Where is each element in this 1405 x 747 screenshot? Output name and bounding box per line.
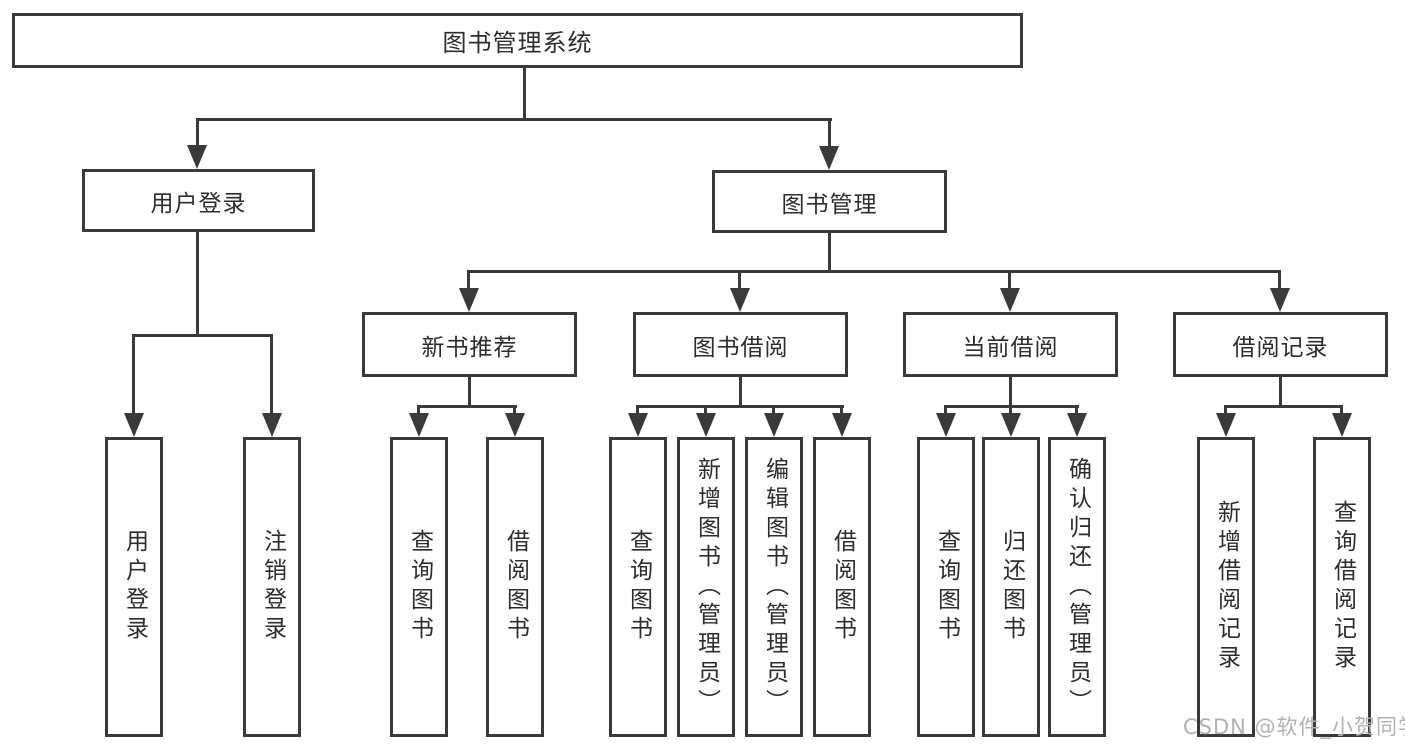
arrowhead-down-icon [409,413,429,437]
connector-line [636,405,639,414]
node-label: 查询借阅记录 [1329,500,1356,674]
leaf-return-books: 归还图书 [982,437,1040,737]
node-book-management: 图书管理 [712,170,947,233]
node-current-borrowing: 当前借阅 [903,312,1118,377]
arrowhead-down-icon [730,288,750,312]
connector-line [636,405,844,408]
connector-line [1340,405,1343,414]
leaf-query-books: 查询图书 [609,437,667,737]
node-label: 新增图书（管理员） [693,456,720,718]
leaf-add-books-admin: 新增图书（管理员） [677,437,735,737]
node-label: 当前借阅 [962,334,1059,361]
connector-line [468,375,471,408]
arrowhead-down-icon [505,413,525,437]
node-borrowing-records: 借阅记录 [1173,312,1388,377]
node-new-book-recommendation: 新书推荐 [362,312,577,377]
connector-line [1008,270,1011,288]
arrowhead-down-icon [628,413,648,437]
connector-line [772,405,775,414]
connector-line [523,68,526,121]
node-label: 借阅图书 [502,529,529,645]
node-label: 新书推荐 [421,334,518,361]
connector-line [944,405,947,414]
connector-line [1009,375,1012,408]
connector-line [467,270,1281,273]
node-label: 查询图书 [933,529,960,645]
connector-line [828,118,831,146]
node-label: 编辑图书（管理员） [761,456,788,718]
connector-line [132,334,135,414]
node-label: 归还图书 [998,529,1025,645]
connector-line [1224,405,1342,408]
connector-line [1009,405,1012,414]
leaf-add-borrow-record: 新增借阅记录 [1197,437,1255,737]
leaf-borrow-books: 借阅图书 [486,437,544,737]
connector-line [704,405,707,414]
arrowhead-down-icon [187,145,207,169]
connector-line [196,118,199,146]
node-label: 注销登录 [259,529,286,645]
node-label: 新增借阅记录 [1213,500,1240,674]
node-label: 用户登录 [150,190,247,217]
node-label: 借阅记录 [1232,334,1329,361]
leaf-query-books: 查询图书 [917,437,975,737]
node-label: 确认归还（管理员） [1064,456,1091,718]
node-label: 查询图书 [406,529,433,645]
leaf-query-borrow-record: 查询借阅记录 [1313,437,1371,737]
arrowhead-down-icon [459,288,479,312]
leaf-borrow-books: 借阅图书 [813,437,871,737]
node-book-borrowing: 图书借阅 [633,312,848,377]
leaf-logout: 注销登录 [243,437,301,737]
connector-line [196,232,199,336]
leaf-edit-books-admin: 编辑图书（管理员） [745,437,803,737]
arrowhead-down-icon [124,413,144,437]
node-label: 借阅图书 [829,529,856,645]
leaf-query-books: 查询图书 [390,437,448,737]
node-label: 图书管理 [781,191,878,218]
arrowhead-down-icon [1332,413,1352,437]
connector-line [1278,270,1281,288]
connector-line [739,375,742,408]
connector-line [513,405,516,414]
leaf-user-login: 用户登录 [105,437,163,737]
connector-line [828,232,831,272]
arrowhead-down-icon [1216,413,1236,437]
arrowhead-down-icon [1067,413,1087,437]
connector-line [1075,405,1078,414]
connector-line [417,405,420,414]
connector-line [132,334,273,337]
connector-line [1224,405,1227,414]
connector-line [1279,375,1282,408]
arrowhead-down-icon [764,413,784,437]
connector-line [840,405,843,414]
node-user-login: 用户登录 [82,169,315,232]
connector-line [417,405,517,408]
arrowhead-down-icon [936,413,956,437]
node-label: 图书借阅 [692,334,789,361]
arrowhead-down-icon [819,146,839,170]
arrowhead-down-icon [262,413,282,437]
node-label: 用户登录 [121,529,148,645]
connector-line [467,270,470,288]
arrowhead-down-icon [696,413,716,437]
leaf-confirm-return-admin: 确认归还（管理员） [1048,437,1106,737]
connector-line [738,270,741,288]
arrowhead-down-icon [1001,413,1021,437]
connector-line [270,334,273,414]
arrowhead-down-icon [1270,288,1290,312]
node-label: 图书管理系统 [442,29,593,57]
arrowhead-down-icon [832,413,852,437]
arrowhead-down-icon [1000,288,1020,312]
node-label: 查询图书 [625,529,652,645]
node-library-system: 图书管理系统 [12,13,1023,68]
connector-line [196,118,832,121]
